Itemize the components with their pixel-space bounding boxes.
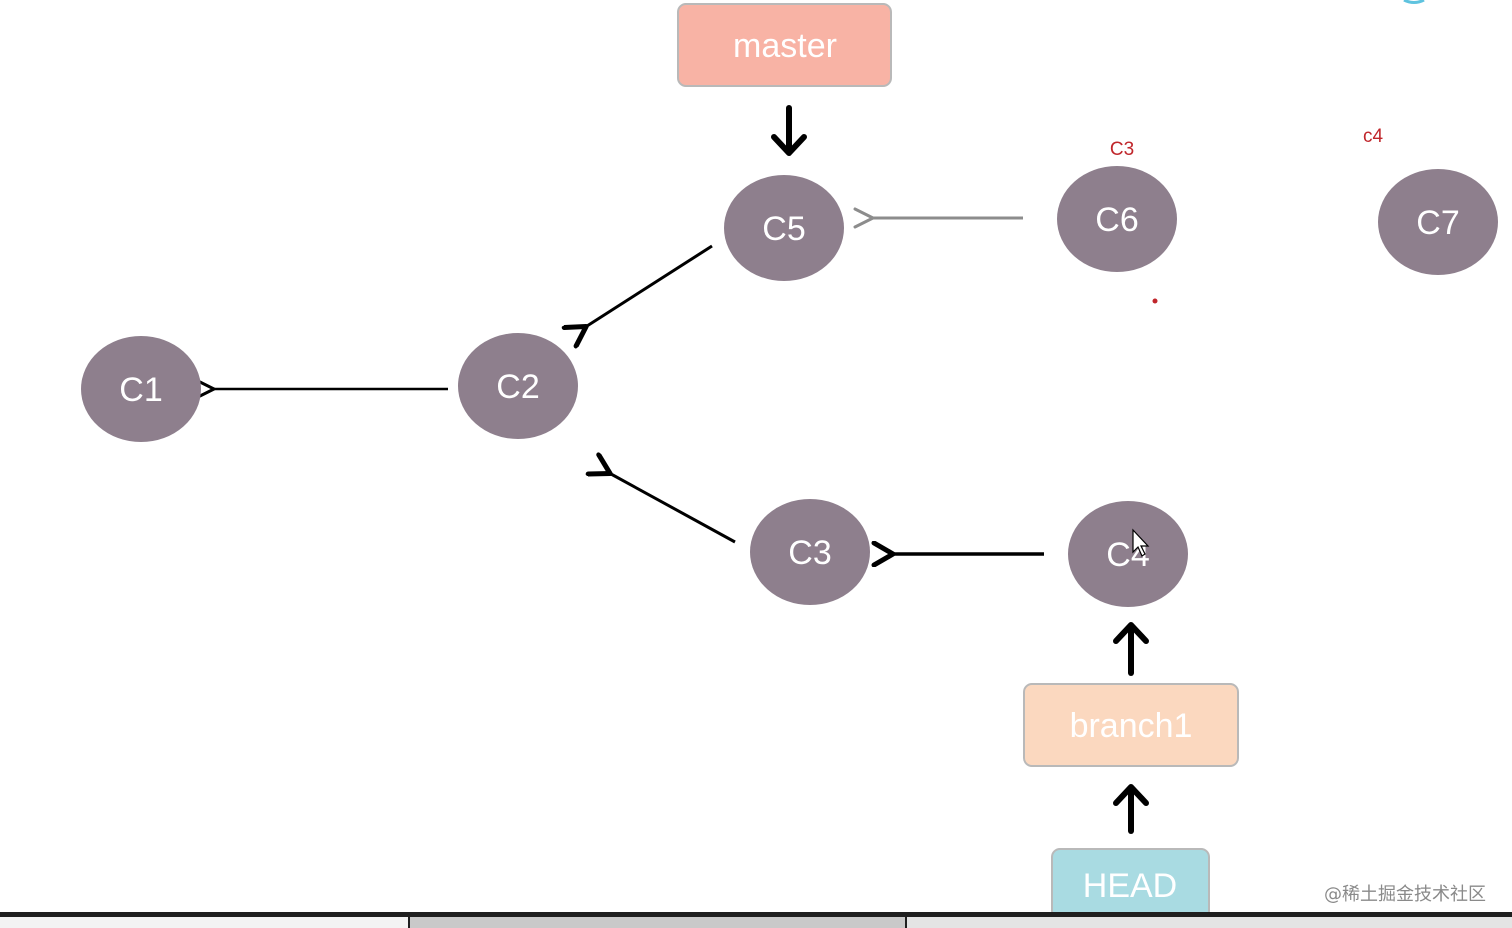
ref-branch1-label: branch1 <box>1070 707 1193 745</box>
edge-c3-to-c2 <box>611 474 736 544</box>
bottom-bar-segment-middle <box>410 917 905 928</box>
ref-branch1-box <box>1023 683 1239 767</box>
note-above-c7: c4 <box>1363 126 1384 147</box>
edge-c5-to-c2 <box>587 244 713 326</box>
commit-c2-circle <box>458 333 578 439</box>
commit-c6: C6 <box>1057 166 1177 272</box>
bottom-bar-segment-left <box>0 917 408 928</box>
commit-c2: C2 <box>458 333 578 439</box>
commit-c1: C1 <box>81 336 201 442</box>
commit-c5: C5 <box>724 175 844 281</box>
ref-head-label: HEAD <box>1083 867 1177 905</box>
commit-c3-label: C3 <box>788 534 831 572</box>
bottom-bar-segment-right <box>907 917 1512 928</box>
commit-c7-label: C7 <box>1416 204 1459 242</box>
bottom-bar <box>0 912 1512 928</box>
ref-master-box <box>677 3 892 87</box>
commit-c7: C7 <box>1378 169 1498 275</box>
ref-master: master <box>677 3 892 87</box>
commit-c1-circle <box>81 336 201 442</box>
ref-master-label: master <box>733 27 837 65</box>
commit-c3-circle <box>750 499 870 605</box>
arrow-master-to-c5 <box>771 105 807 156</box>
commit-c1-label: C1 <box>119 371 162 409</box>
red-dot-mark <box>1152 298 1158 304</box>
arrow-branch1-to-c4 <box>1113 622 1149 676</box>
mouse-cursor-icon <box>1132 528 1150 557</box>
commit-c6-circle <box>1057 166 1177 272</box>
commit-c6-label: C6 <box>1095 201 1138 239</box>
partial-cyan-shape <box>1403 0 1425 4</box>
arrow-head-to-branch1 <box>1113 784 1149 834</box>
ref-branch1: branch1 <box>1023 683 1239 767</box>
commit-c7-circle <box>1378 169 1498 275</box>
commit-c2-label: C2 <box>496 368 539 406</box>
watermark: @稀土掘金技术社区 <box>1324 884 1486 905</box>
commit-c4: C4 <box>1068 501 1188 607</box>
commit-c5-circle <box>724 175 844 281</box>
ref-head: HEAD <box>1051 848 1210 920</box>
note-above-c6: C3 <box>1110 139 1134 160</box>
commit-c3: C3 <box>750 499 870 605</box>
commit-c4-circle <box>1068 501 1188 607</box>
commit-c5-label: C5 <box>762 210 805 248</box>
